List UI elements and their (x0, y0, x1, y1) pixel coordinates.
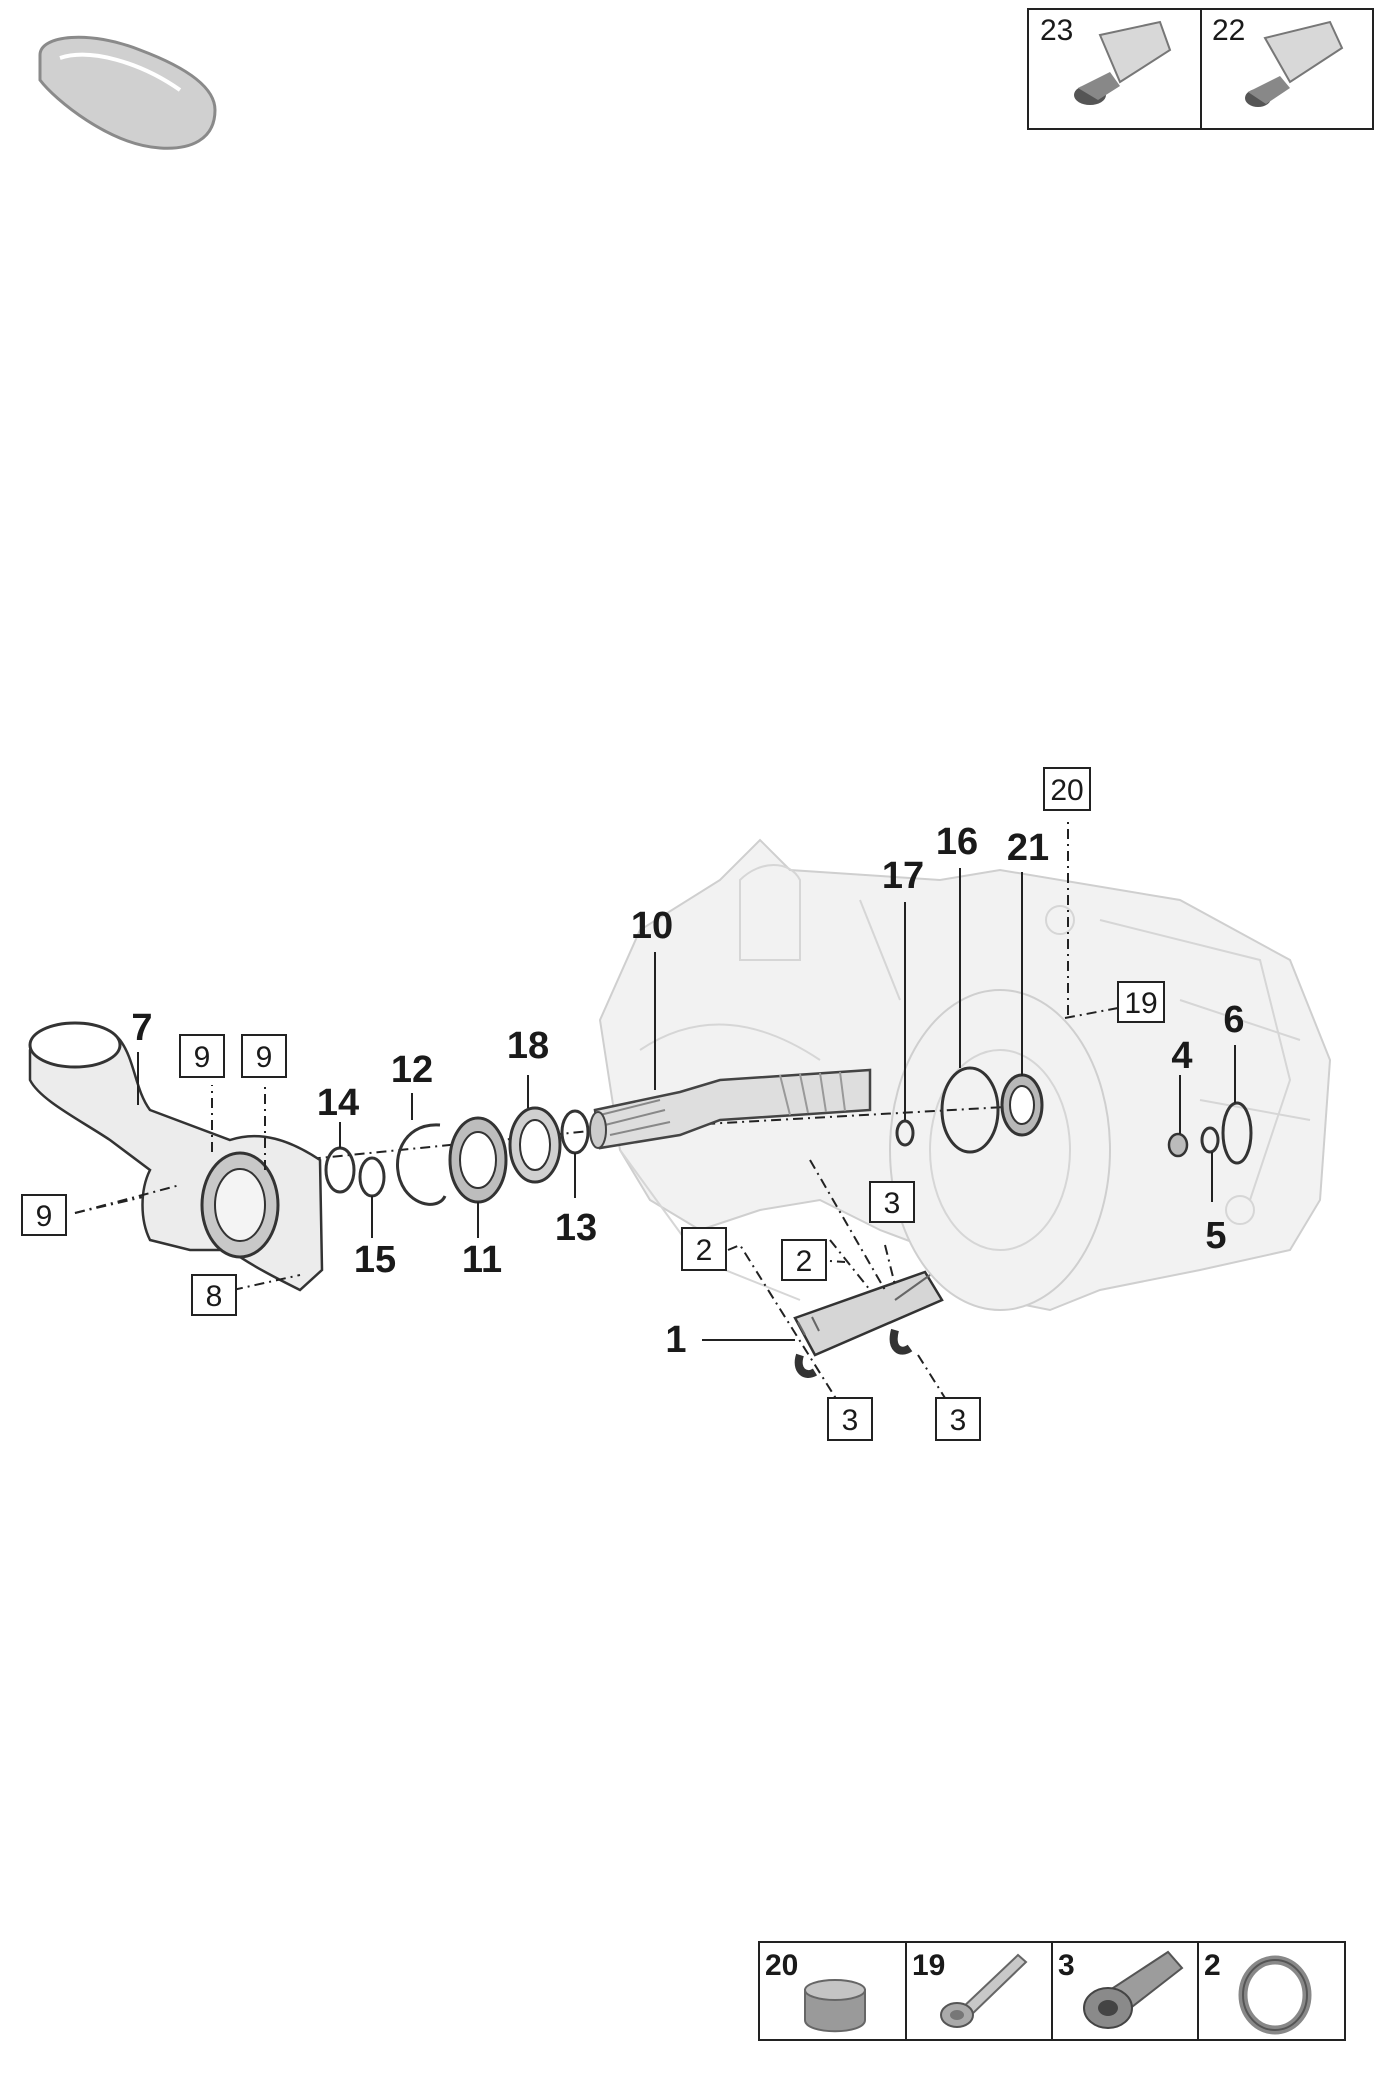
callout-17: 17 (882, 855, 924, 897)
legend-cell-19: 19 (912, 1949, 1028, 2028)
legend-number: 3 (1058, 1949, 1075, 1982)
boxed-label-19: 19 (1117, 981, 1165, 1023)
spacer-ring-part-18 (508, 1106, 562, 1184)
boxed-label-9-a: 9 (179, 1034, 225, 1078)
boxed-label-2-b: 2 (781, 1239, 827, 1281)
callout-11: 11 (462, 1239, 502, 1281)
callout-18: 18 (507, 1025, 549, 1067)
svg-text:9: 9 (194, 1041, 211, 1074)
legend-cell-22: 22 (1212, 14, 1344, 107)
callout-numbers: 7 12 14 15 11 18 13 10 17 16 21 4 5 6 1 (131, 821, 1244, 1361)
drive-shaft-part-10 (589, 1068, 872, 1150)
top-legend: 23 22 (1027, 8, 1374, 130)
callout-6: 6 (1223, 999, 1244, 1041)
svg-text:8: 8 (206, 1280, 223, 1313)
screw-icon (1083, 1950, 1184, 2029)
callout-13: 13 (555, 1207, 597, 1249)
svg-text:3: 3 (950, 1404, 967, 1437)
svg-text:2: 2 (796, 1245, 813, 1278)
svg-text:2: 2 (696, 1234, 713, 1267)
plug-part-4 (1167, 1132, 1189, 1158)
o-ring-part-6 (1221, 1101, 1253, 1165)
svg-text:9: 9 (36, 1200, 53, 1233)
cap-icon (804, 1979, 866, 2033)
svg-text:9: 9 (256, 1041, 273, 1074)
tube-icon (1074, 20, 1172, 105)
legend-number: 23 (1040, 14, 1073, 47)
wheel-carrier-part (28, 1021, 324, 1292)
retaining-ring-part-12 (396, 1123, 447, 1206)
circlip-part-14 (324, 1146, 356, 1194)
gasket-part-16 (940, 1066, 1000, 1154)
callout-14: 14 (317, 1082, 359, 1124)
callout-1: 1 (665, 1319, 686, 1361)
boxed-label-9-left: 9 (21, 1194, 67, 1236)
oil-cooler-part-1 (793, 1270, 944, 1378)
o-ring-part-17 (895, 1119, 915, 1147)
o-ring-icon (1238, 1955, 1312, 2035)
boxed-label-3-top: 3 (869, 1181, 915, 1223)
bearing-part-11 (448, 1116, 508, 1204)
o-ring-part-5 (1200, 1126, 1220, 1154)
shaft-seal-part-21 (1000, 1073, 1044, 1137)
callout-15: 15 (354, 1239, 396, 1281)
boxed-label-2-a: 2 (681, 1227, 727, 1271)
boxed-label-3-right: 3 (935, 1397, 981, 1441)
legend-number: 22 (1212, 14, 1245, 47)
leader-lines (74, 818, 1236, 1406)
svg-text:3: 3 (884, 1187, 901, 1220)
callout-10: 10 (631, 905, 673, 947)
bottom-legend: 20 19 3 2 (758, 1941, 1346, 2041)
callout-12: 12 (391, 1049, 433, 1091)
svg-text:3: 3 (842, 1404, 859, 1437)
callout-4: 4 (1171, 1035, 1192, 1077)
boxed-label-8: 8 (191, 1274, 237, 1316)
snap-ring-part-15 (358, 1156, 386, 1198)
legend-number: 2 (1204, 1949, 1221, 1982)
boxed-label-3-left: 3 (827, 1397, 873, 1441)
boxed-label-20: 20 (1043, 767, 1091, 811)
legend-cell-2: 2 (1204, 1949, 1312, 2035)
callout-5: 5 (1205, 1215, 1226, 1257)
callout-7: 7 (131, 1007, 152, 1049)
boxed-labels: 9 9 9 8 20 19 2 2 (21, 767, 1165, 1441)
legend-cell-20: 20 (765, 1949, 866, 2033)
svg-text:19: 19 (1124, 987, 1157, 1020)
transmission-housing-ghost (598, 838, 1332, 1312)
callout-16: 16 (936, 821, 978, 863)
bolt-icon (940, 1953, 1028, 2028)
legend-cell-3: 3 (1058, 1949, 1184, 2029)
svg-text:20: 20 (1050, 774, 1083, 807)
legend-number: 20 (765, 1949, 798, 1982)
legend-number: 19 (912, 1949, 945, 1982)
car-silhouette-icon (38, 35, 217, 150)
legend-cell-23: 23 (1040, 14, 1172, 105)
boxed-label-9-b: 9 (241, 1034, 287, 1078)
tube-icon (1245, 20, 1344, 107)
callout-21: 21 (1007, 827, 1049, 869)
